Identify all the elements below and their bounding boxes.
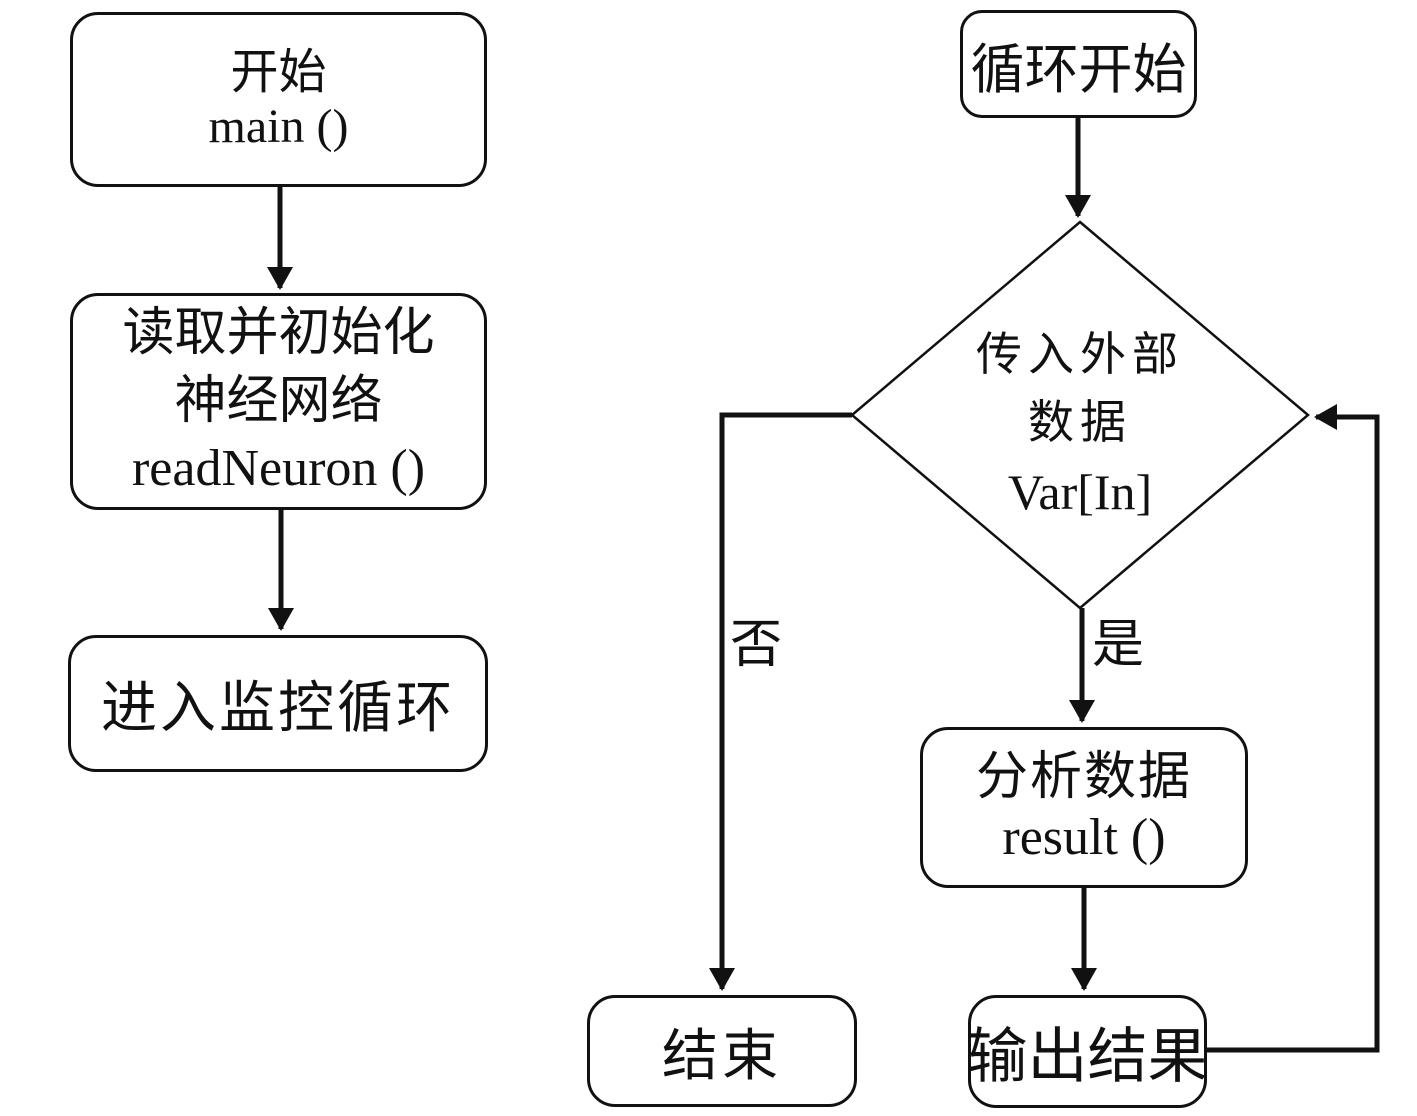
end-node-label: 结束 — [662, 1025, 782, 1088]
loop-start-node: 循环开始 — [960, 10, 1197, 118]
edge-output-to-decision-loop — [1207, 404, 1380, 1053]
analyze-data-node: 分析数据 result () — [920, 727, 1248, 888]
start-node-function: main () — [208, 99, 349, 153]
init-node-label-line2: 神经网络 — [174, 372, 383, 430]
decision-label-line2: 数据 — [1028, 396, 1132, 448]
monitor-loop-node: 进入监控循环 — [68, 635, 488, 772]
output-node-label: 输出结果 — [967, 1024, 1208, 1090]
analyze-node-label: 分析数据 — [975, 749, 1192, 807]
start-node-label: 开始 — [230, 45, 327, 99]
init-node-function: readNeuron () — [131, 440, 426, 498]
decision-node-text: 传入外部 数据 Var[In] — [900, 329, 1260, 520]
decision-label-line1: 传入外部 — [976, 329, 1184, 380]
start-node: 开始 main () — [70, 12, 487, 187]
output-result-node: 输出结果 — [967, 995, 1208, 1108]
yes-branch-label: 是 — [1092, 617, 1145, 674]
analyze-node-function: result () — [1002, 808, 1166, 866]
end-node: 结束 — [587, 995, 857, 1107]
init-node-label-line1: 读取并初始化 — [122, 305, 435, 363]
no-branch-label: 否 — [730, 617, 783, 674]
decision-variable: Var[In] — [1007, 464, 1153, 520]
loop-start-node-label: 循环开始 — [970, 39, 1187, 100]
monitor-node-label: 进入监控循环 — [101, 678, 455, 740]
edge-decision-to-end-no — [709, 412, 852, 991]
init-network-node: 读取并初始化 神经网络 readNeuron () — [70, 293, 487, 510]
